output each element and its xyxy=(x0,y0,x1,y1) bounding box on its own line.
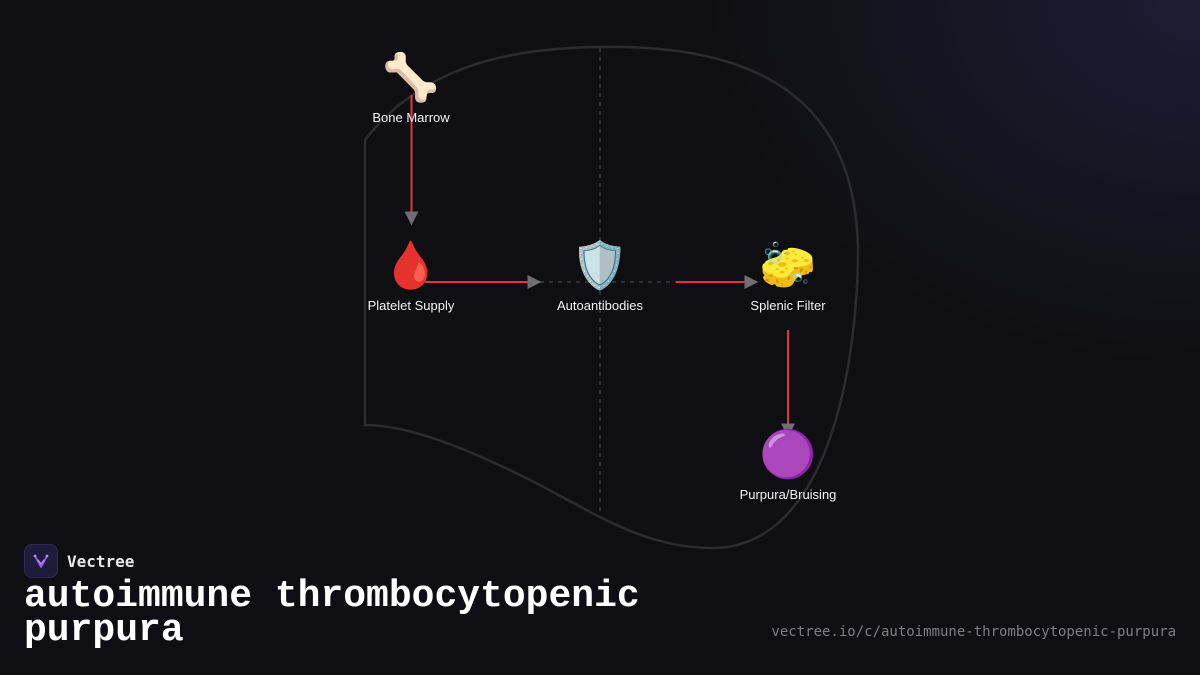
bone-icon: 🦴 xyxy=(382,51,440,103)
node-label: Autoantibodies xyxy=(556,298,643,313)
shield-icon: 🛡️ xyxy=(571,239,629,291)
node-purpura[interactable]: 🟣 Purpura/Bruising xyxy=(708,427,868,502)
page-title: autoimmune thrombocytopenic purpura xyxy=(24,575,640,652)
node-label: Splenic Filter xyxy=(750,298,826,313)
node-bone-marrow[interactable]: 🦴 Bone Marrow xyxy=(331,50,491,125)
node-splenic-filter[interactable]: 🧽 Splenic Filter xyxy=(708,238,868,313)
brand[interactable]: Vectree xyxy=(24,544,134,578)
purple-circle-icon: 🟣 xyxy=(759,428,817,480)
node-label: Bone Marrow xyxy=(372,110,450,125)
page-url[interactable]: vectree.io/c/autoimmune-thrombocytopenic… xyxy=(771,624,1176,640)
diagram-outline xyxy=(363,45,860,550)
vectree-logo-icon xyxy=(24,544,58,578)
node-label: Purpura/Bruising xyxy=(739,487,837,502)
node-label: Platelet Supply xyxy=(367,298,455,313)
node-platelet-supply[interactable]: 🩸 Platelet Supply xyxy=(331,238,491,313)
blood-drop-icon: 🩸 xyxy=(382,239,440,291)
node-autoantibodies[interactable]: 🛡️ Autoantibodies xyxy=(520,238,680,313)
sponge-icon: 🧽 xyxy=(759,239,817,291)
brand-name: Vectree xyxy=(67,551,135,571)
